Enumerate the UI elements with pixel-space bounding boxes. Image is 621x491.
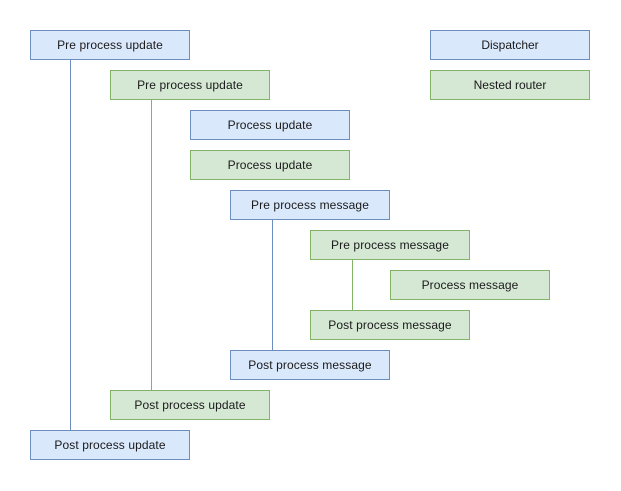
connector-n2-to-n10 [151, 100, 152, 390]
process-node[interactable]: Post process message [230, 350, 390, 380]
process-node[interactable]: Post process update [110, 390, 270, 420]
process-node[interactable]: Pre process update [110, 70, 270, 100]
process-node-label: Post process message [248, 358, 372, 372]
connector-n6-to-n8 [352, 260, 353, 310]
legend-item-label: Dispatcher [481, 38, 539, 52]
process-node-label: Process message [421, 278, 519, 292]
process-node-label: Pre process message [251, 198, 369, 212]
process-node-label: Post process message [328, 318, 452, 332]
process-node-label: Pre process update [57, 38, 163, 52]
process-node-label: Process update [227, 158, 313, 172]
process-node[interactable]: Process message [390, 270, 550, 300]
connector-n1-to-n11 [70, 60, 71, 430]
process-node-label: Pre process update [137, 78, 243, 92]
process-node[interactable]: Post process update [30, 430, 190, 460]
process-node-label: Process update [227, 118, 313, 132]
process-node[interactable]: Pre process message [230, 190, 390, 220]
legend-item-label: Nested router [473, 78, 547, 92]
process-node[interactable]: Process update [190, 150, 350, 180]
legend-item-dispatcher: Dispatcher [430, 30, 590, 60]
process-node[interactable]: Process update [190, 110, 350, 140]
process-node[interactable]: Post process message [310, 310, 470, 340]
connector-n5-to-n9 [272, 220, 273, 350]
legend-item-router: Nested router [430, 70, 590, 100]
process-node-label: Post process update [54, 438, 166, 452]
process-node-label: Post process update [134, 398, 246, 412]
process-node-label: Pre process message [331, 238, 449, 252]
process-node[interactable]: Pre process update [30, 30, 190, 60]
process-node[interactable]: Pre process message [310, 230, 470, 260]
